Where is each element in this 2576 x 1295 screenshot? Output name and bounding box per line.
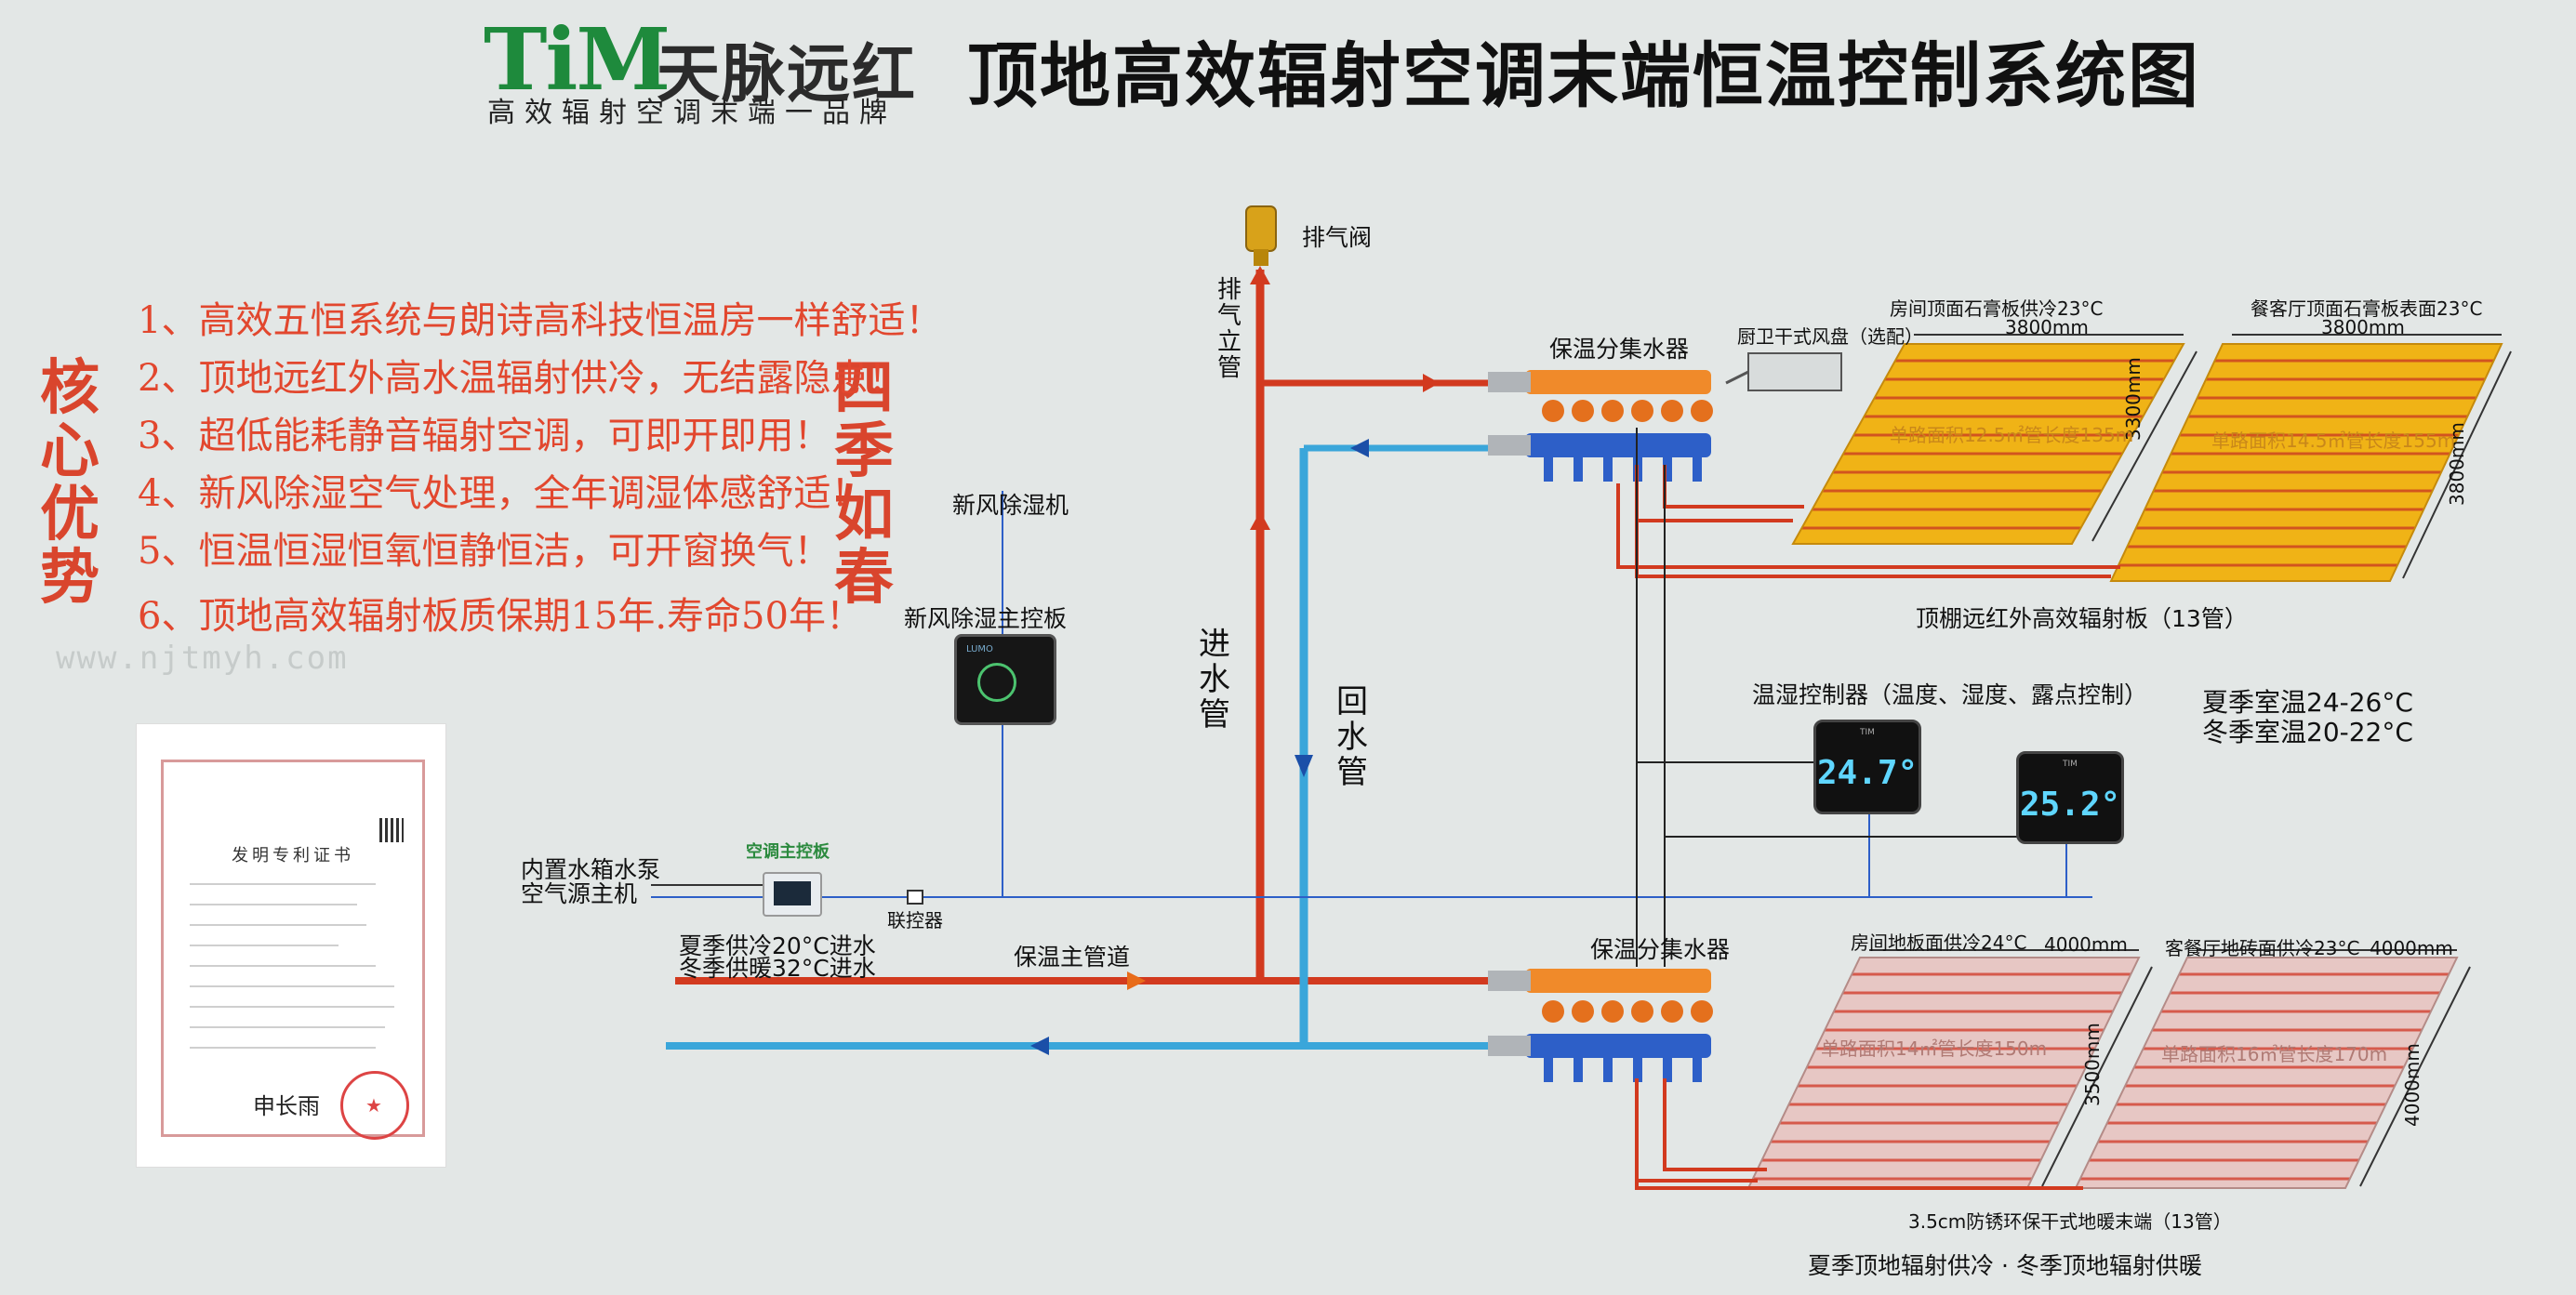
ac-master-panel-device bbox=[763, 872, 822, 917]
panel-3-top-dim: 4000mm bbox=[2044, 933, 2128, 956]
fresh-air-dehumidifier-label: 新风除湿机 bbox=[952, 492, 1069, 519]
supply-pipe-label: 进水管 bbox=[1199, 626, 1230, 733]
advantage-item-5: 5、恒温恒湿恒氧恒静恒洁，可开窗换气！ bbox=[138, 530, 831, 573]
panel-4-top-dim: 4000mm bbox=[2370, 937, 2453, 959]
certificate-border: 发明专利证书 申长雨 ★ bbox=[161, 760, 425, 1140]
seal-icon: ★ bbox=[340, 1071, 409, 1140]
dehumidifier-panel-device: LUMO bbox=[954, 634, 1056, 725]
floor-panel-living bbox=[2074, 957, 2459, 1189]
footer-caption: 夏季顶地辐射供冷 · 冬季顶地辐射供暖 bbox=[1808, 1252, 2202, 1279]
patent-certificate: 发明专利证书 申长雨 ★ bbox=[136, 723, 446, 1168]
ceiling-panel-caption: 顶棚远红外高效辐射板（13管） bbox=[1916, 605, 2248, 632]
panel-4-area: 单路面积16㎡管长度170m bbox=[2161, 1043, 2388, 1065]
website-watermark: www.njtmyh.com bbox=[56, 640, 349, 677]
advantage-item-2: 2、顶地远红外高水温辐射供冷，无结露隐患！ bbox=[138, 357, 906, 400]
linkage-controller-icon bbox=[907, 890, 923, 905]
advantage-item-6: 6、顶地高效辐射板质保期15年.寿命50年！ bbox=[138, 595, 863, 638]
panel-2-title: 餐客厅顶面石膏板表面23°C bbox=[2251, 297, 2483, 320]
linkage-controller-label: 联控器 bbox=[887, 909, 943, 932]
dehumidifier-brand: LUMO bbox=[966, 644, 993, 654]
fan-coil-label: 厨卫干式风盘（选配） bbox=[1737, 325, 1923, 348]
thermostat-1: TIM 24.7° bbox=[1813, 720, 1921, 814]
certificate-title: 发明专利证书 bbox=[232, 846, 354, 866]
panel-1-area: 单路面积12.5㎡管长度135m bbox=[1890, 424, 2134, 446]
heat-pump-label-line2: 空气源主机 bbox=[521, 880, 638, 907]
insulated-main-label: 保温主管道 bbox=[1014, 944, 1131, 971]
panel-3-side-dim: 3500mm bbox=[2081, 1023, 2104, 1106]
dehumidifier-dial-icon bbox=[977, 663, 1016, 702]
panel-4-title: 客餐厅地砖面供冷23°C bbox=[2165, 937, 2360, 959]
brand-logo-mark: TiM bbox=[484, 9, 671, 110]
manifold-bottom-label: 保温分集水器 bbox=[1590, 936, 1731, 963]
ac-master-panel-label: 空调主控板 bbox=[746, 842, 830, 862]
floor-panel-room bbox=[1746, 957, 2141, 1189]
manifold-top-icon bbox=[1488, 370, 1713, 482]
winter-supply-label: 冬季供暖32°C进水 bbox=[679, 955, 876, 982]
fan-coil-icon bbox=[1747, 352, 1842, 391]
manifold-top-label: 保温分集水器 bbox=[1549, 336, 1690, 363]
brand-slogan: 高效辐射空调末端一品牌 bbox=[487, 97, 896, 129]
panel-2-area: 单路面积14.5㎡管长度155m bbox=[2211, 429, 2456, 452]
panel-1-title: 房间顶面石膏板供冷23°C bbox=[1890, 297, 2104, 320]
panel-2-top-dim: 3800mm bbox=[2321, 316, 2405, 338]
page-title: 顶地高效辐射空调末端恒温控制系统图 bbox=[967, 34, 2200, 117]
advantage-item-3: 3、超低能耗静音辐射空调，可即开即用！ bbox=[138, 415, 831, 457]
advantage-item-4: 4、新风除湿空气处理，全年调湿体感舒适！ bbox=[138, 472, 869, 515]
panel-4-side-dim: 4000mm bbox=[2401, 1043, 2423, 1127]
thermostat-2: TIM 25.2° bbox=[2016, 751, 2124, 844]
exhaust-riser-label: 排气立管 bbox=[1216, 276, 1242, 382]
summer-supply-label: 夏季供冷20°C进水 bbox=[679, 932, 876, 959]
ceiling-panel-room bbox=[1791, 343, 2185, 545]
qr-code-icon bbox=[379, 818, 404, 842]
return-pipe-label: 回水管 bbox=[1336, 683, 1368, 791]
thermostat-controller-label: 温湿控制器（温度、湿度、露点控制） bbox=[1752, 681, 2148, 708]
panel-3-title: 房间地板面供冷24°C bbox=[1851, 932, 2027, 954]
ceiling-panel-living bbox=[2109, 343, 2503, 582]
dehumidifier-panel-label: 新风除湿主控板 bbox=[904, 605, 1068, 632]
certificate-signature: 申长雨 bbox=[253, 1093, 320, 1119]
exhaust-valve-label: 排气阀 bbox=[1302, 224, 1373, 251]
floor-panel-caption: 3.5cm防锈环保干式地暖末端（13管） bbox=[1908, 1210, 2232, 1233]
thermostat-2-brand: TIM bbox=[2063, 760, 2078, 769]
brand-logo-name: 天脉远红 bbox=[657, 38, 918, 112]
summer-room-temp: 夏季室温24-26°C bbox=[2202, 687, 2413, 718]
panel-1-top-dim: 3800mm bbox=[2005, 316, 2089, 338]
thermostat-1-brand: TIM bbox=[1860, 728, 1875, 737]
panel-3-area: 单路面积14㎡管长度150m bbox=[1821, 1037, 2048, 1060]
manifold-bottom-icon bbox=[1488, 969, 1713, 1082]
winter-room-temp: 冬季室温20-22°C bbox=[2202, 717, 2413, 747]
core-advantages-vertical-label: 核心优势 bbox=[40, 353, 100, 613]
exhaust-valve-icon bbox=[1245, 205, 1277, 252]
advantage-item-1: 1、高效五恒系统与朗诗高科技恒温房一样舒适！ bbox=[138, 299, 943, 342]
heat-pump-label-line1: 内置水箱水泵 bbox=[521, 856, 661, 883]
thermostat-1-reading: 24.7° bbox=[1816, 754, 1919, 792]
four-seasons-vertical-label: 四季如春 bbox=[834, 353, 894, 613]
thermostat-2-reading: 25.2° bbox=[2019, 786, 2121, 824]
